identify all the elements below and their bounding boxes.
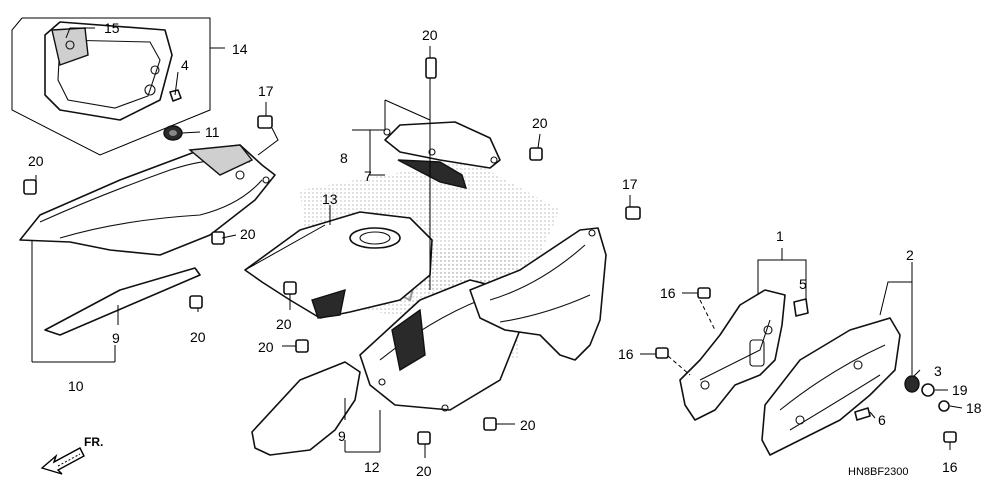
bracket-1 (679, 289, 786, 421)
callout-20-tank: 20 (276, 316, 292, 332)
bolt-18 (938, 400, 950, 412)
callout-16-c: 16 (942, 459, 958, 475)
callout-20-cover: 20 (240, 226, 256, 242)
callout-1: 1 (776, 228, 784, 244)
clip-20-lowerleft (189, 295, 203, 309)
bolt-17-left (257, 115, 273, 129)
clip-20-top (425, 57, 437, 79)
bolt-16-b (655, 347, 669, 359)
callout-8: 8 (340, 150, 348, 166)
callout-20-bottom: 20 (416, 463, 432, 479)
side-cover-assembly-14 (44, 21, 173, 121)
callout-17-left: 17 (258, 83, 274, 99)
clip-20-bottom (417, 431, 431, 445)
callout-20-left: 20 (28, 153, 44, 169)
front-label: FR. (84, 435, 103, 449)
bolt-16-c (943, 431, 957, 443)
front-direction-indicator: FR. (40, 435, 103, 475)
callout-14: 14 (232, 41, 248, 57)
callout-9-lower: 9 (338, 428, 346, 444)
callout-20-cowl: 20 (532, 115, 548, 131)
callout-17-right: 17 (622, 176, 638, 192)
clip-20-tank (283, 281, 297, 295)
callout-2: 2 (906, 247, 914, 263)
callout-6: 6 (878, 412, 886, 428)
bolt-16-a (697, 287, 711, 299)
diagram-code: HN8BF2300 (848, 466, 909, 478)
grommet-11 (163, 125, 183, 141)
cowl-emblem-7 (397, 159, 468, 189)
clip-20-bottom-right (483, 417, 497, 431)
side-cover-right (469, 227, 607, 361)
callout-13: 13 (322, 191, 338, 207)
arrow-left-icon (40, 447, 85, 475)
trim-strip-9-left (44, 267, 201, 336)
clip-20-cowl (529, 147, 543, 161)
callout-20-bottom-right: 20 (520, 417, 536, 433)
plate-6 (854, 407, 871, 421)
leader-lines (31, 27, 963, 458)
washer-3 (904, 375, 920, 393)
callout-7: 7 (364, 168, 372, 184)
callout-10: 10 (68, 378, 84, 394)
clip-20-mid (295, 339, 309, 353)
callout-19: 19 (952, 382, 968, 398)
callout-3: 3 (934, 363, 942, 379)
callout-20-top: 20 (422, 27, 438, 43)
callout-15: 15 (104, 20, 120, 36)
rear-cowl-8 (383, 121, 501, 169)
bolt-17-right (625, 206, 641, 220)
washer-19 (921, 383, 935, 397)
callout-labels: 15 14 4 11 20 17 20 20 8 7 13 20 17 1 2 … (28, 20, 982, 479)
callout-12: 12 (364, 459, 380, 475)
callout-16-a: 16 (660, 285, 676, 301)
group-frame-14 (11, 17, 211, 156)
callout-11: 11 (205, 124, 220, 140)
callout-9-left: 9 (112, 330, 120, 346)
callout-5: 5 (799, 276, 807, 292)
callout-4: 4 (181, 57, 189, 73)
clip-20-left (23, 179, 37, 195)
side-cover-2 (761, 317, 901, 456)
callout-18: 18 (966, 400, 982, 416)
callout-20-mid: 20 (258, 339, 274, 355)
clip-5 (793, 298, 809, 317)
side-cover-10 (19, 144, 276, 256)
callout-20-lowerleft: 20 (190, 329, 206, 345)
callout-16-b: 16 (618, 346, 634, 362)
fasteners (23, 57, 957, 445)
